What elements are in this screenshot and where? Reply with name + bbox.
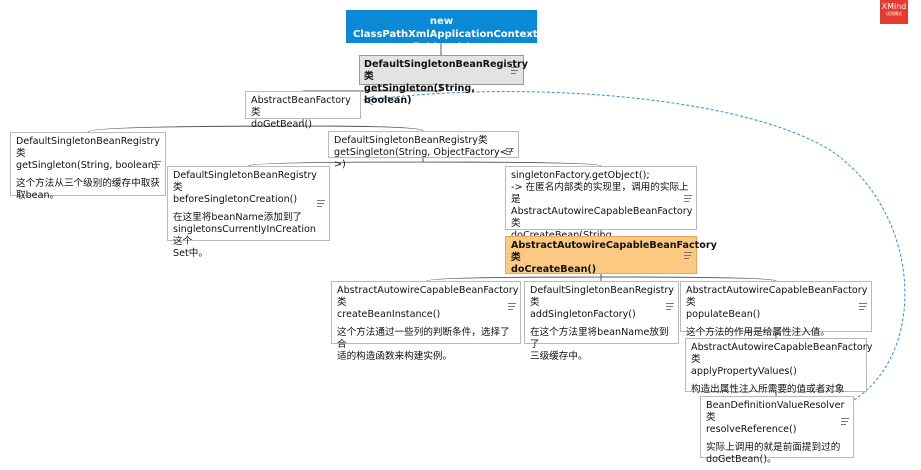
node-populate-bean[interactable]: AbstractAutowireCapableBeanFactory类 popu…: [680, 281, 872, 338]
node-get-singleton-boolean[interactable]: DefaultSingletonBeanRegistry类 getSinglet…: [10, 132, 166, 201]
xmind-logo-subtitle: 试用模式: [886, 11, 902, 16]
node-add-singleton-factory-title: DefaultSingletonBeanRegistry类 addSinglet…: [530, 285, 674, 320]
node-singleton-factory-get-object[interactable]: singletonFactory.getObject(); -> 在匿名内部类的…: [505, 166, 697, 253]
xmind-logo-name: XMind: [881, 2, 907, 11]
node-create-bean-instance[interactable]: AbstractAutowireCapableBeanFactory类 crea…: [331, 281, 521, 362]
node-populate-bean-title: AbstractAutowireCapableBeanFactory类 popu…: [686, 285, 868, 320]
node-get-singleton-top-title: DefaultSingletonBeanRegistry类 getSinglet…: [364, 59, 528, 106]
node-get-singleton-object-factory[interactable]: DefaultSingletonBeanRegistry类 getSinglet…: [328, 131, 519, 170]
connector-n7-n10: [600, 274, 777, 282]
node-do-create-bean-title: AbstractAutowireCapableBeanFactory 类 doC…: [511, 240, 717, 275]
connector-n2-n4: [302, 119, 424, 132]
node-populate-bean-note: 这个方法的作用是给属性注入值。: [686, 327, 830, 338]
connector-n2-n3: [87, 119, 304, 133]
node-do-create-bean[interactable]: AbstractAutowireCapableBeanFactory 类 doC…: [505, 236, 717, 275]
note-icon[interactable]: [153, 161, 161, 168]
note-icon[interactable]: [859, 303, 867, 310]
node-do-get-bean[interactable]: AbstractBeanFactory类 doGetBean(): [245, 91, 361, 130]
connector-n7-n8: [426, 274, 602, 282]
node-apply-property-values[interactable]: AbstractAutowireCapableBeanFactory类 appl…: [685, 338, 873, 395]
node-before-singleton-creation-note: 在这里将beanName添加到了 singletonsCurrentlyInCr…: [173, 212, 316, 259]
node-get-singleton-object-factory-title: DefaultSingletonBeanRegistry类 getSinglet…: [334, 135, 513, 170]
node-root-title: new ClassPathXmlApplicationContext(" fie…: [353, 16, 548, 53]
node-before-singleton-creation-title: DefaultSingletonBeanRegistry类 beforeSing…: [173, 170, 317, 205]
node-resolve-reference-title: BeanDefinitionValueResolver类 resolveRefe…: [706, 400, 845, 435]
node-apply-property-values-title: AbstractAutowireCapableBeanFactory类 appl…: [691, 342, 873, 377]
node-get-singleton-boolean-title: DefaultSingletonBeanRegistry类 getSinglet…: [16, 136, 160, 171]
connector-n4-n5: [248, 158, 424, 167]
note-icon[interactable]: [841, 418, 849, 425]
xmind-logo: XMind 试用模式: [880, 0, 908, 24]
note-icon[interactable]: [506, 148, 514, 155]
node-add-singleton-factory-note: 在这个方法里将beanName放到了 三级缓存中。: [530, 327, 669, 362]
connector-n4-n6: [422, 158, 602, 167]
node-resolve-reference[interactable]: BeanDefinitionValueResolver类 resolveRefe…: [700, 396, 854, 465]
relationship-n12-to-n2[interactable]: [362, 91, 906, 401]
node-create-bean-instance-title: AbstractAutowireCapableBeanFactory类 crea…: [337, 285, 519, 320]
node-before-singleton-creation[interactable]: DefaultSingletonBeanRegistry类 beforeSing…: [167, 166, 330, 259]
node-get-singleton-boolean-note: 这个方法从三个级别的缓存中取获 取bean。: [16, 178, 160, 201]
note-icon[interactable]: [508, 303, 516, 310]
node-add-singleton-factory[interactable]: DefaultSingletonBeanRegistry类 addSinglet…: [524, 281, 679, 362]
note-icon[interactable]: [666, 303, 674, 310]
node-apply-property-values-note: 构造出属性注入所需要的值或者对象: [691, 384, 845, 395]
note-icon[interactable]: [684, 252, 692, 259]
node-root[interactable]: new ClassPathXmlApplicationContext(" fie…: [346, 10, 547, 53]
note-icon[interactable]: [317, 200, 325, 207]
note-icon[interactable]: [511, 67, 519, 74]
node-resolve-reference-note: 实际上调用的就是前面提到过的 doGetBean()。: [706, 442, 841, 465]
node-get-singleton-top[interactable]: DefaultSingletonBeanRegistry类 getSinglet…: [359, 55, 528, 106]
note-icon[interactable]: [684, 195, 692, 202]
node-create-bean-instance-note: 这个方法通过一些列的判断条件，选择了合 适的构造函数来构建实例。: [337, 327, 510, 362]
node-do-get-bean-title: AbstractBeanFactory类 doGetBean(): [251, 95, 351, 130]
